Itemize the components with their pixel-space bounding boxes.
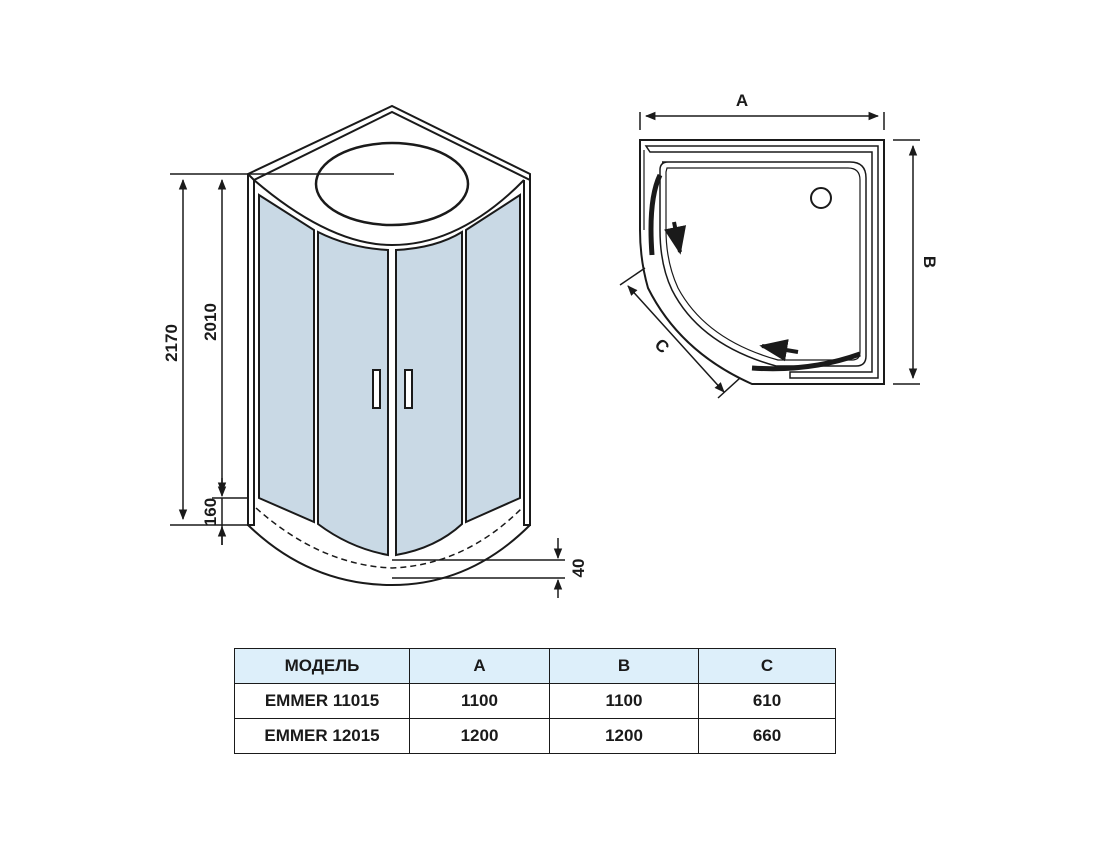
glass-panel-right-outer	[465, 193, 521, 524]
door-handle-left	[372, 369, 381, 409]
header-b: B	[549, 648, 699, 684]
table-row: EMMER 11015 1100 1100 610	[234, 683, 836, 719]
door-handle-right	[404, 369, 413, 409]
header-c: C	[698, 648, 836, 684]
height-total-label: 2170	[162, 324, 181, 362]
ceiling-light	[314, 141, 470, 227]
header-model: МОДЕЛЬ	[234, 648, 410, 684]
cell-c: 660	[698, 718, 836, 754]
cell-model: EMMER 12015	[234, 718, 410, 754]
tray-inner	[644, 145, 879, 379]
width-b-label: B	[920, 256, 939, 268]
height-dimensions	[170, 173, 565, 598]
height-door-label: 2010	[201, 303, 220, 341]
cell-a: 1200	[409, 718, 550, 754]
sliding-door-left	[648, 173, 663, 256]
table-row: EMMER 12015 1200 1200 660	[234, 718, 836, 754]
table-header-row: МОДЕЛЬ A B C	[234, 648, 836, 684]
roof-curve	[253, 179, 525, 247]
cell-b: 1100	[549, 683, 699, 719]
shower-tray	[247, 524, 531, 587]
plan-dimensions	[619, 111, 920, 399]
drain-icon	[810, 187, 832, 209]
top-view	[639, 139, 885, 385]
cell-b: 1200	[549, 718, 699, 754]
glass-panel-left-inner	[317, 230, 389, 557]
glass-panel-left-outer	[258, 193, 315, 524]
header-a: A	[409, 648, 550, 684]
sliding-door-bottom	[751, 351, 861, 372]
width-c-label: C	[651, 335, 673, 357]
height-base-label: 160	[201, 498, 220, 526]
glass-panel-right-inner	[395, 230, 463, 557]
tray-basin	[659, 161, 867, 367]
door-direction-arrow-left	[664, 221, 687, 255]
cabin-frame	[247, 174, 531, 526]
door-direction-arrow-bottom	[759, 339, 799, 362]
glass-panels	[258, 193, 521, 557]
specification-table: МОДЕЛЬ A B C EMMER 11015 1100 1100 610 E…	[234, 648, 836, 754]
shower-diagram: 2170 2010 160 40 A B C	[162, 91, 939, 598]
front-view	[246, 104, 531, 587]
cell-c: 610	[698, 683, 836, 719]
tray-hidden-line	[255, 507, 523, 569]
width-a-label: A	[736, 91, 748, 110]
tray-depth-label: 40	[569, 559, 588, 578]
cell-model: EMMER 11015	[234, 683, 410, 719]
cell-a: 1100	[409, 683, 550, 719]
